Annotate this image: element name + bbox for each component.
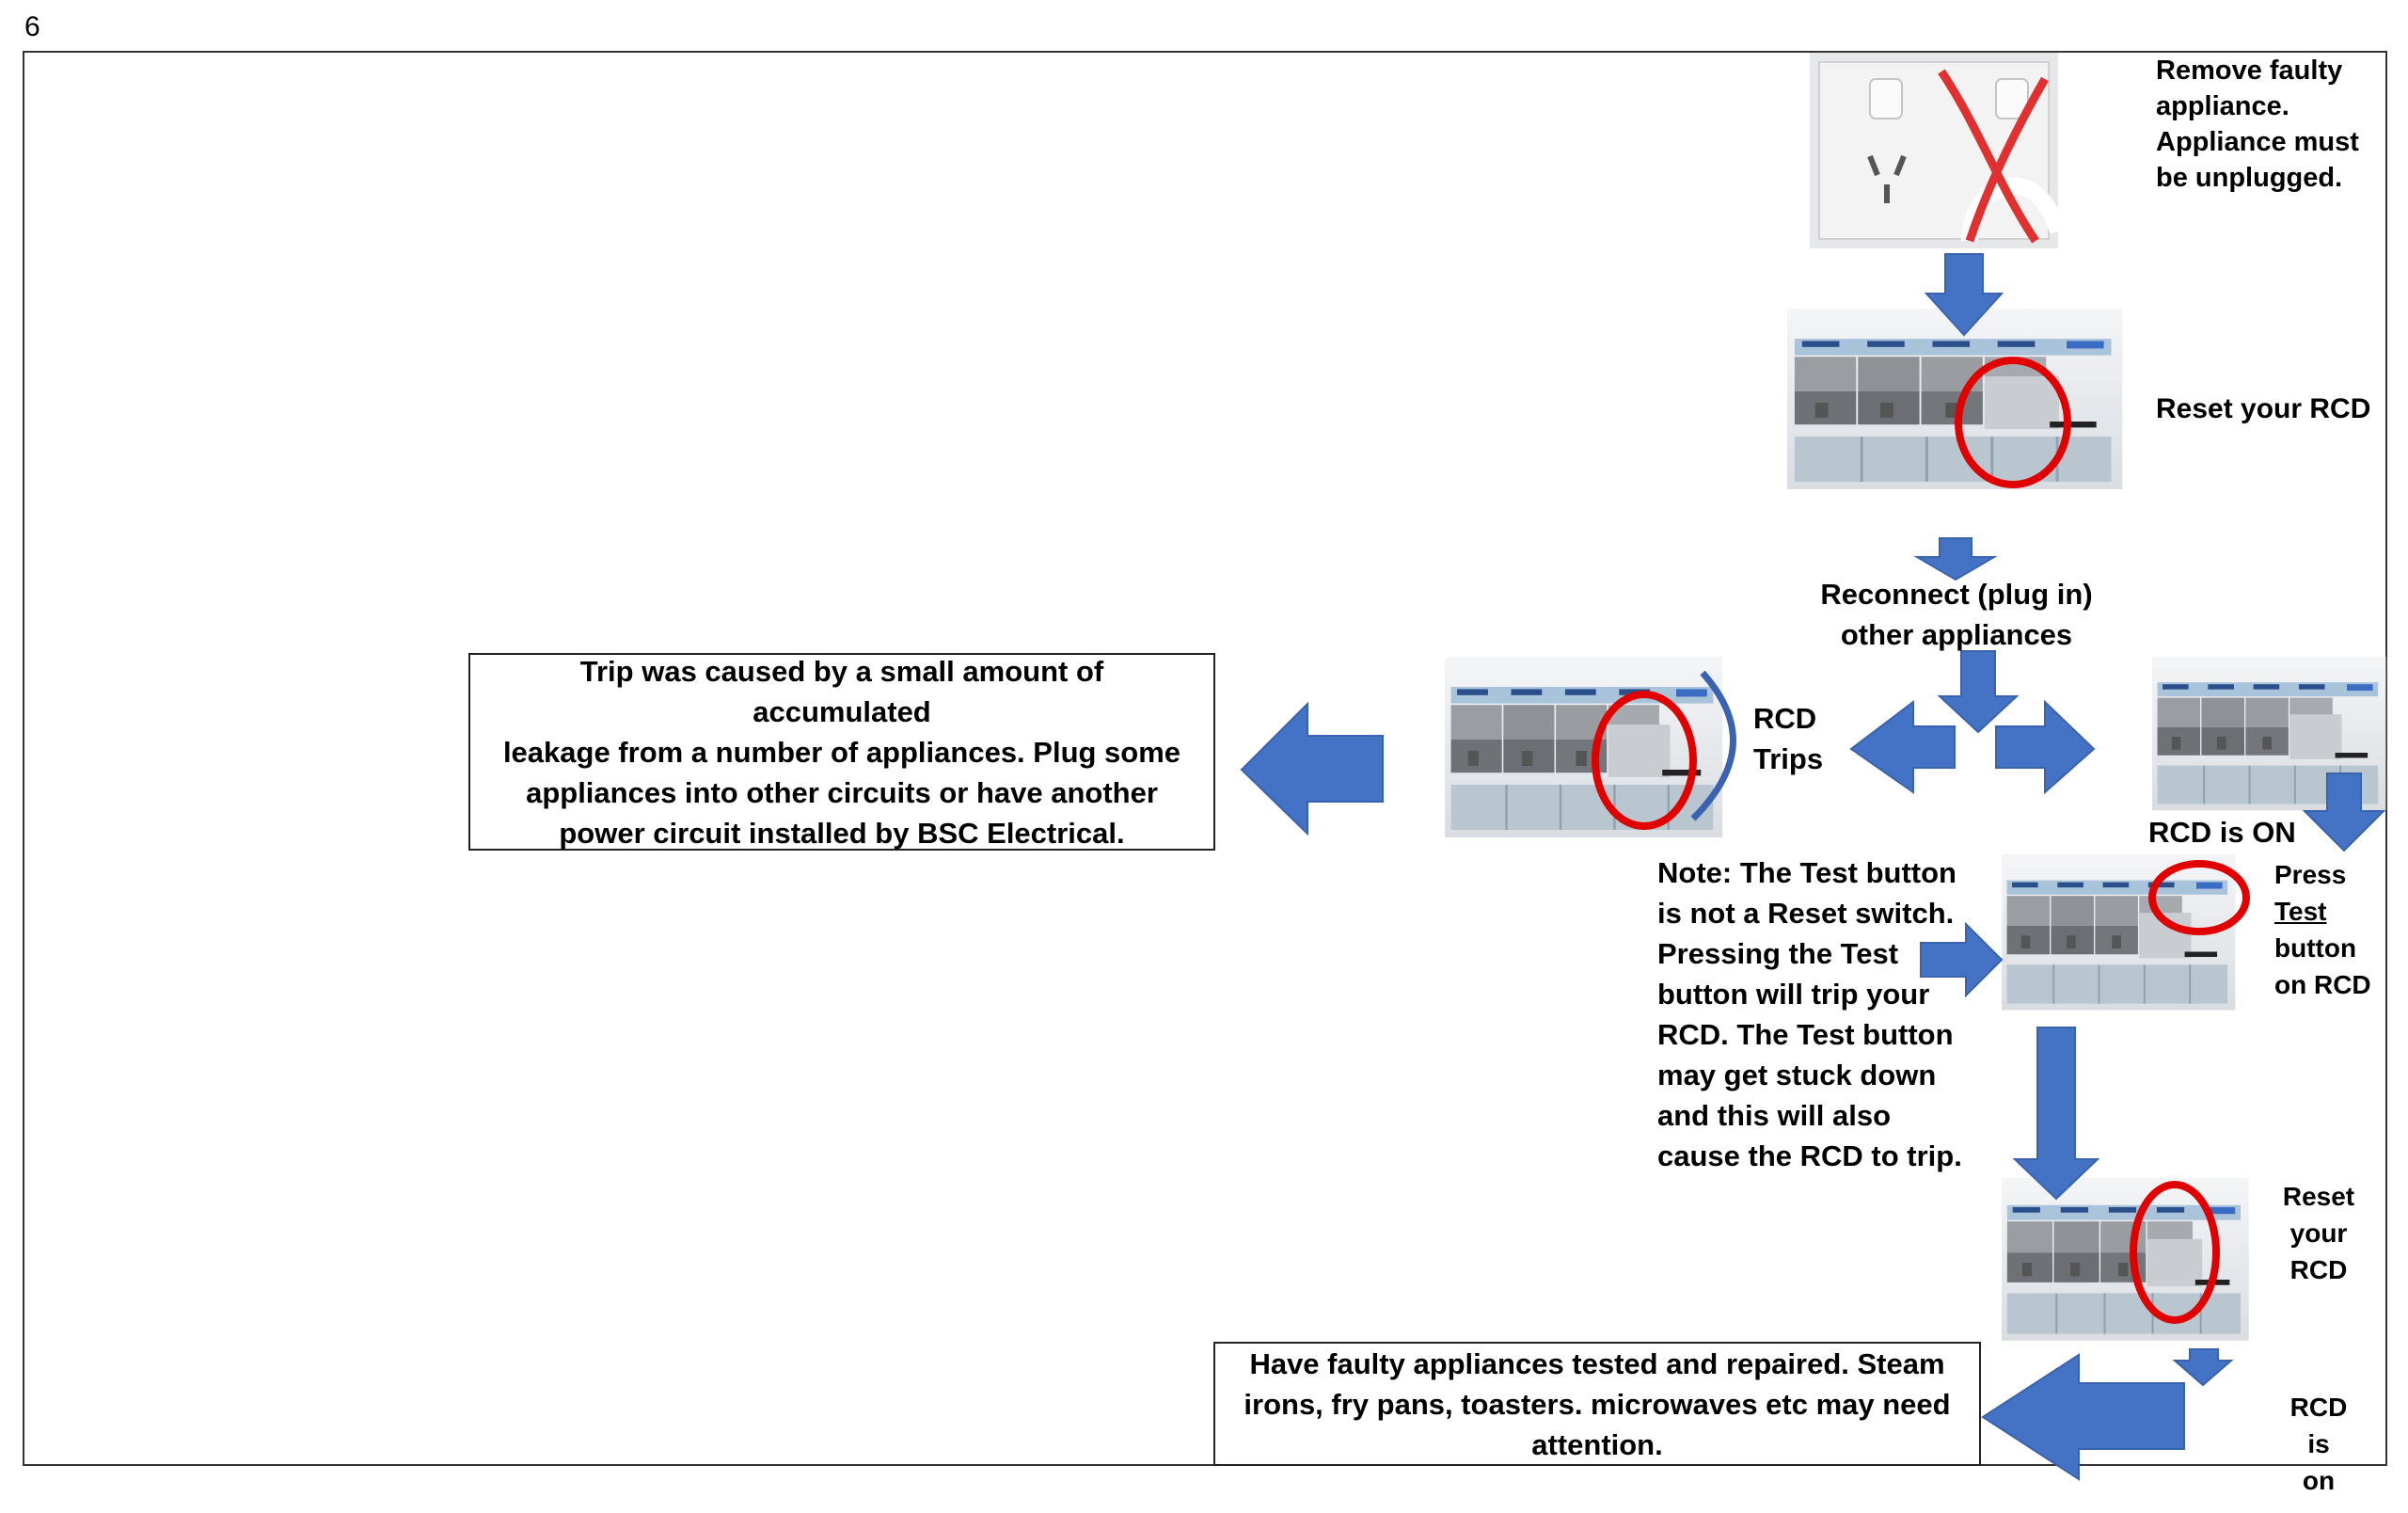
power-outlet-photo bbox=[1810, 53, 2058, 248]
switchboard-photo-reset-bottom bbox=[2002, 1178, 2249, 1341]
arrow-down-small bbox=[2175, 1349, 2231, 1385]
arrow-down-long bbox=[2015, 1027, 2098, 1199]
press-test-label: Press Test button on RCD bbox=[2274, 856, 2371, 1003]
arrow-left-trips bbox=[1851, 702, 1955, 792]
remove-appliance-label: Remove faulty appliance. Appliance must … bbox=[2156, 53, 2359, 196]
reset-rcd-label: Reset your RCD bbox=[2156, 391, 2370, 427]
arrow-left-faulty bbox=[1983, 1355, 2184, 1479]
leakage-explanation-box: Trip was caused by a small amount of acc… bbox=[468, 653, 1215, 851]
test-button-note: Note: The Test button is not a Reset swi… bbox=[1657, 852, 1962, 1176]
switchboard-photo-reset bbox=[1787, 309, 2122, 489]
arrow-right-on bbox=[1996, 702, 2094, 792]
reconnect-label: Reconnect (plug in) other appliances bbox=[1787, 574, 2126, 655]
rcd-is-on-label: RCD is ON bbox=[2148, 815, 2296, 851]
reset-rcd-bottom-label: Reset your RCD bbox=[2276, 1178, 2361, 1288]
arrow-down-3 bbox=[1940, 651, 2017, 732]
faulty-appliance-box: Have faulty appliances tested and repair… bbox=[1213, 1342, 1981, 1466]
arrow-left-leakage bbox=[1242, 704, 1383, 834]
rcd-is-on-bottom-label: RCD is on bbox=[2276, 1389, 2361, 1499]
rcd-trips-label: RCD Trips bbox=[1753, 698, 1823, 779]
